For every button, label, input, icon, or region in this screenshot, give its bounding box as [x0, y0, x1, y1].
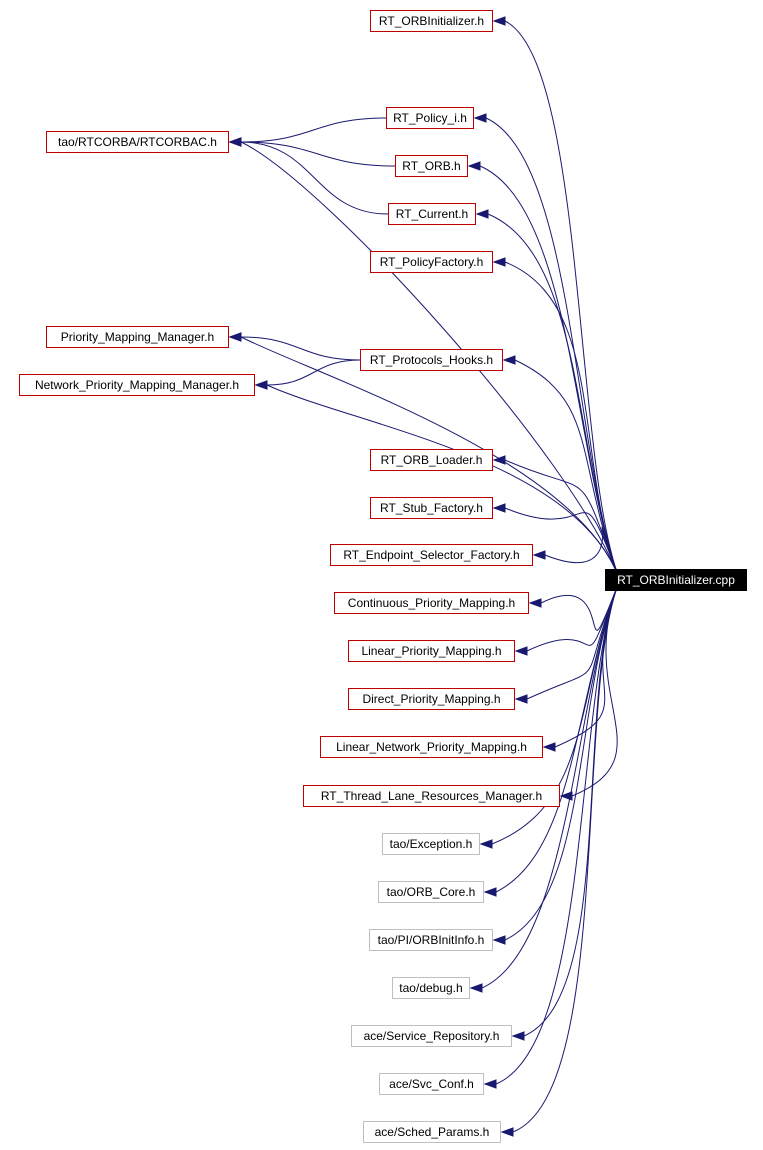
node-rtcorbac-h[interactable]: tao/RTCORBA/RTCORBAC.h: [46, 131, 229, 153]
dependency-edge: [495, 581, 620, 893]
arrowhead-icon: [467, 161, 481, 171]
arrowhead-icon: [511, 1031, 525, 1041]
dependency-edge: [240, 336, 361, 361]
node-rt-endpoint-selector-factory-h[interactable]: RT_Endpoint_Selector_Factory.h: [330, 544, 533, 566]
node-linear-priority-mapping-h[interactable]: Linear_Priority_Mapping.h: [348, 640, 515, 662]
arrowhead-icon: [528, 598, 542, 608]
dependency-edge: [504, 20, 620, 579]
arrowhead-icon: [492, 935, 506, 945]
dependency-edge: [240, 141, 620, 579]
node-tao-orb-core-h: tao/ORB_Core.h: [378, 881, 484, 903]
arrowhead-icon: [492, 455, 506, 465]
node-continuous-priority-mapping-h[interactable]: Continuous_Priority_Mapping.h: [334, 592, 529, 614]
node-tao-exception-h: tao/Exception.h: [382, 833, 480, 855]
node-rt-protocols-hooks-h[interactable]: RT_Protocols_Hooks.h: [360, 349, 503, 371]
node-rt-policyfactory-h[interactable]: RT_PolicyFactory.h: [370, 251, 493, 273]
node-ace-svc-conf-h: ace/Svc_Conf.h: [379, 1073, 484, 1095]
node-tao-debug-h: tao/debug.h: [392, 977, 470, 999]
dependency-edge: [487, 213, 620, 579]
node-ace-service-repository-h: ace/Service_Repository.h: [351, 1025, 512, 1047]
dependency-edge: [481, 581, 620, 989]
arrowhead-icon: [479, 839, 493, 849]
node-rt-thread-lane-resources-manager-h[interactable]: RT_Thread_Lane_Resources_Manager.h: [303, 785, 560, 807]
node-direct-priority-mapping-h[interactable]: Direct_Priority_Mapping.h: [348, 688, 515, 710]
node-rt-current-h[interactable]: RT_Current.h: [388, 203, 476, 225]
arrowhead-icon: [500, 1127, 514, 1137]
arrowhead-icon: [228, 137, 242, 147]
dependency-edge: [240, 141, 389, 215]
node-rt-orbinitializer-h[interactable]: RT_ORBInitializer.h: [370, 10, 493, 32]
arrowhead-icon: [532, 550, 546, 560]
node-linear-network-priority-mapping-h[interactable]: Linear_Network_Priority_Mapping.h: [320, 736, 543, 758]
root-node-rt-orbinitializer-cpp: RT_ORBInitializer.cpp: [605, 569, 747, 591]
arrowhead-icon: [492, 16, 506, 26]
node-ace-sched-params-h: ace/Sched_Params.h: [363, 1121, 501, 1143]
dependency-edge: [512, 581, 620, 1133]
arrowhead-icon: [542, 742, 556, 752]
dependency-edge: [544, 527, 620, 579]
arrowhead-icon: [492, 503, 506, 513]
dependency-edge: [514, 359, 620, 579]
dependency-edge: [240, 141, 396, 167]
dependency-edge: [266, 359, 361, 386]
arrowhead-icon: [473, 113, 487, 123]
arrowhead-icon: [469, 983, 483, 993]
node-network-priority-mapping-manager-h[interactable]: Network_Priority_Mapping_Manager.h: [19, 374, 255, 396]
node-rt-stub-factory-h[interactable]: RT_Stub_Factory.h: [370, 497, 493, 519]
dependency-edge: [526, 581, 620, 652]
arrowhead-icon: [492, 257, 506, 267]
arrowhead-icon: [514, 694, 528, 704]
arrowhead-icon: [502, 355, 516, 365]
dependency-edge: [523, 581, 620, 1037]
dependency-edge: [495, 581, 620, 1085]
dependency-edge: [504, 507, 620, 579]
node-rt-orb-h[interactable]: RT_ORB.h: [395, 155, 468, 177]
arrowhead-icon: [475, 209, 489, 219]
node-priority-mapping-manager-h[interactable]: Priority_Mapping_Manager.h: [46, 326, 229, 348]
dependency-edge: [504, 261, 620, 579]
dependency-edge: [526, 581, 620, 700]
dependency-edge: [571, 581, 620, 797]
arrowhead-icon: [483, 887, 497, 897]
dependency-edge: [504, 459, 620, 579]
arrowhead-icon: [483, 1079, 497, 1089]
arrowhead-icon: [514, 646, 528, 656]
arrowhead-icon: [559, 791, 573, 801]
node-tao-pi-orbinitinfo-h: tao/PI/ORBInitInfo.h: [369, 929, 493, 951]
dependency-edge: [240, 117, 387, 143]
arrowhead-icon: [228, 332, 242, 342]
node-rt-policy-i-h[interactable]: RT_Policy_i.h: [386, 107, 474, 129]
node-rt-orb-loader-h[interactable]: RT_ORB_Loader.h: [370, 449, 493, 471]
arrowhead-icon: [254, 380, 268, 390]
edge-layer: [228, 16, 620, 1137]
